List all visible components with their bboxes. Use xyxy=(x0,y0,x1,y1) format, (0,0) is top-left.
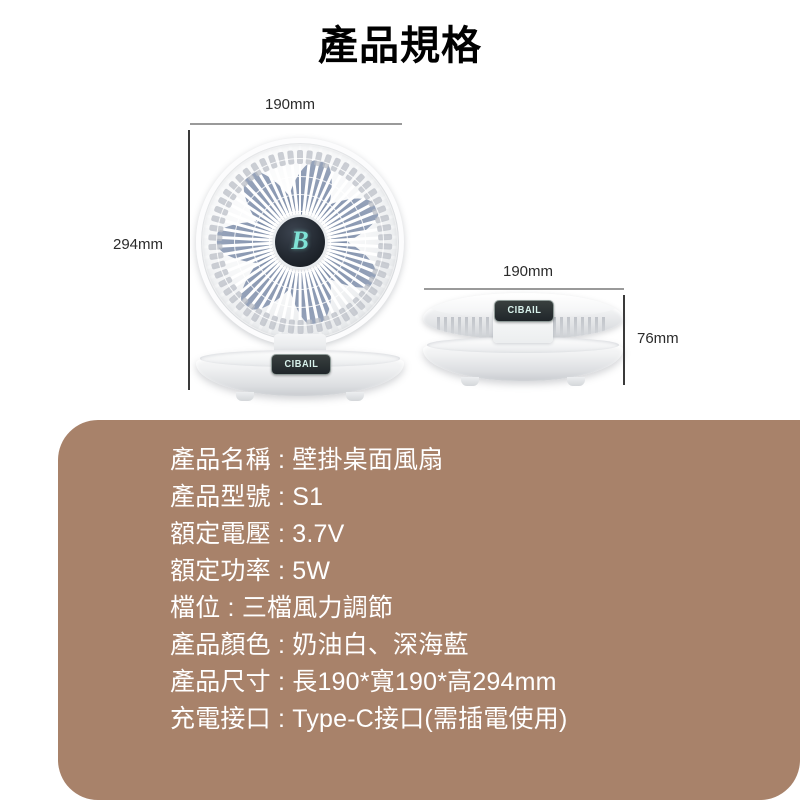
folded-fan-ridge xyxy=(595,316,598,339)
folded-fan-foot-right xyxy=(567,377,585,386)
spec-line: 產品尺寸 : 長190*寬190*高294mm xyxy=(170,668,557,696)
upright-height-label: 294mm xyxy=(113,236,164,253)
folded-height-label: 76mm xyxy=(637,330,679,347)
fan-head: B xyxy=(196,138,404,346)
upright-height-line xyxy=(188,130,190,390)
spec-line: 產品型號 : S1 xyxy=(170,483,324,511)
product-image-upright-fan: B CIBAIL xyxy=(196,138,404,401)
folded-fan-ridge xyxy=(567,316,570,339)
brand-badge-text: CIBAIL xyxy=(507,305,541,316)
fan-hub: B xyxy=(275,217,325,267)
upright-width-line xyxy=(190,123,402,125)
fan-base-foot-right xyxy=(346,392,364,401)
brand-badge-text: CIBAIL xyxy=(284,358,318,370)
folded-fan-ridge xyxy=(486,316,489,339)
folded-fan-ridge xyxy=(465,316,468,339)
folded-fan-ridge xyxy=(574,316,577,339)
folded-fan-ridge xyxy=(458,316,461,339)
specification-panel: 產品名稱 : 壁掛桌面風扇 產品型號 : S1 額定電壓 : 3.7V 額定功率… xyxy=(58,420,800,800)
spec-line: 充電接口 : Type-C接口(需插電使用) xyxy=(170,705,568,733)
folded-fan-ridge xyxy=(581,316,584,339)
upright-width-label: 190mm xyxy=(265,96,316,113)
folded-fan-ridge xyxy=(472,316,475,339)
fan-base-foot-left xyxy=(236,392,254,401)
folded-fan-foot-left xyxy=(461,377,479,386)
folded-fan-ridge xyxy=(444,316,447,339)
folded-fan-ridge xyxy=(451,316,454,339)
folded-fan-ridge xyxy=(479,316,482,339)
folded-width-line xyxy=(424,288,624,290)
folded-fan-ridge xyxy=(560,316,563,339)
brand-logo-b: B xyxy=(291,226,309,255)
spec-line: 檔位 : 三檔風力調節 xyxy=(170,594,394,622)
spec-line: 產品顏色 : 奶油白、深海藍 xyxy=(170,631,469,659)
folded-fan-ridge xyxy=(588,316,591,339)
folded-fan-base-rim xyxy=(427,337,619,353)
folded-fan-ridge xyxy=(602,316,605,339)
product-figure: 190mm 294mm 190mm 76mm B CIBAIL xyxy=(0,90,800,420)
folded-fan-ridge xyxy=(437,316,440,339)
page-title: 產品規格 xyxy=(318,24,482,68)
folded-height-line xyxy=(623,295,625,385)
folded-width-label: 190mm xyxy=(503,263,554,280)
spec-line: 產品名稱 : 壁掛桌面風扇 xyxy=(170,446,444,474)
folded-fan-ridge xyxy=(553,316,556,339)
fan-base: CIBAIL xyxy=(196,350,404,401)
product-image-folded-fan: CIBAIL xyxy=(423,293,623,386)
folded-fan-base xyxy=(423,337,623,386)
spec-line: 額定電壓 : 3.7V xyxy=(170,520,345,548)
brand-badge-upright: CIBAIL xyxy=(271,354,331,375)
brand-badge-folded: CIBAIL xyxy=(494,300,554,322)
spec-line: 額定功率 : 5W xyxy=(170,557,331,585)
